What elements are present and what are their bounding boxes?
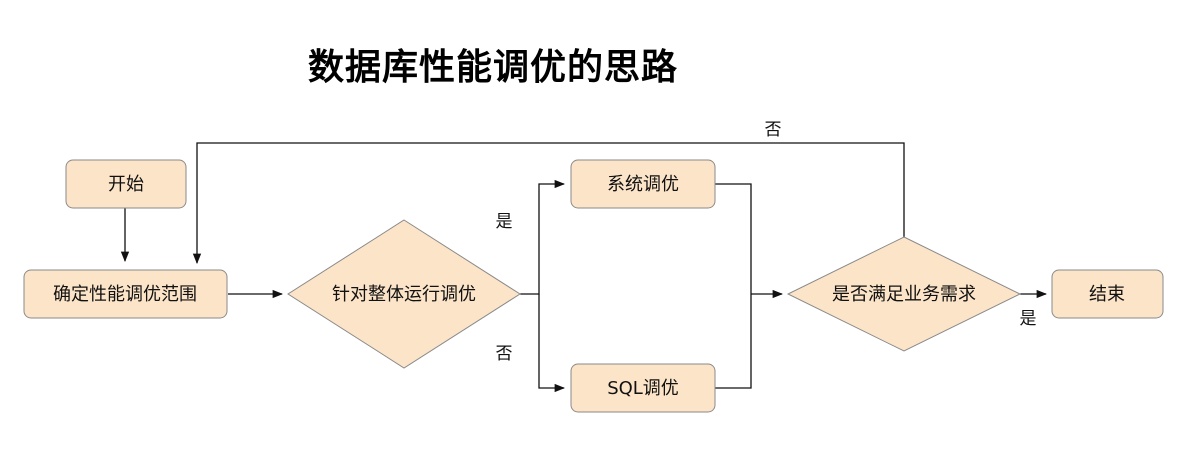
node-system: 系统调优: [570, 159, 716, 209]
edge-overall-to-sql: [538, 294, 566, 393]
node-overall-decision: 针对整体运行调优: [287, 219, 521, 369]
edges: [120, 142, 1048, 393]
node-sql-label: SQL调优: [607, 378, 679, 399]
edge-label-overall-yes: 是: [496, 212, 513, 232]
edge-check-to-scope: [192, 142, 905, 265]
edge-overall-to-system: [520, 179, 566, 295]
node-check-decision: 是否满足业务需求: [786, 236, 1022, 352]
edge-labels: 是 否 否 是: [496, 120, 1037, 364]
node-system-label: 系统调优: [607, 174, 679, 195]
edge-label-overall-no: 否: [496, 344, 513, 364]
node-start: 开始: [65, 159, 187, 209]
node-check-label: 是否满足业务需求: [832, 284, 976, 305]
node-overall-label: 针对整体运行调优: [332, 284, 476, 305]
node-end: 结束: [1051, 269, 1164, 319]
node-end-label: 结束: [1089, 284, 1125, 305]
edge-label-check-no: 否: [765, 120, 782, 140]
node-sql: SQL调优: [570, 363, 716, 413]
node-scope-label: 确定性能调优范围: [53, 284, 197, 305]
node-start-label: 开始: [108, 174, 144, 195]
edge-label-check-yes: 是: [1020, 309, 1037, 329]
edge-branches-merge: [715, 183, 752, 389]
diagram-title: 数据库性能调优的思路: [308, 47, 679, 88]
node-scope: 确定性能调优范围: [23, 269, 228, 319]
